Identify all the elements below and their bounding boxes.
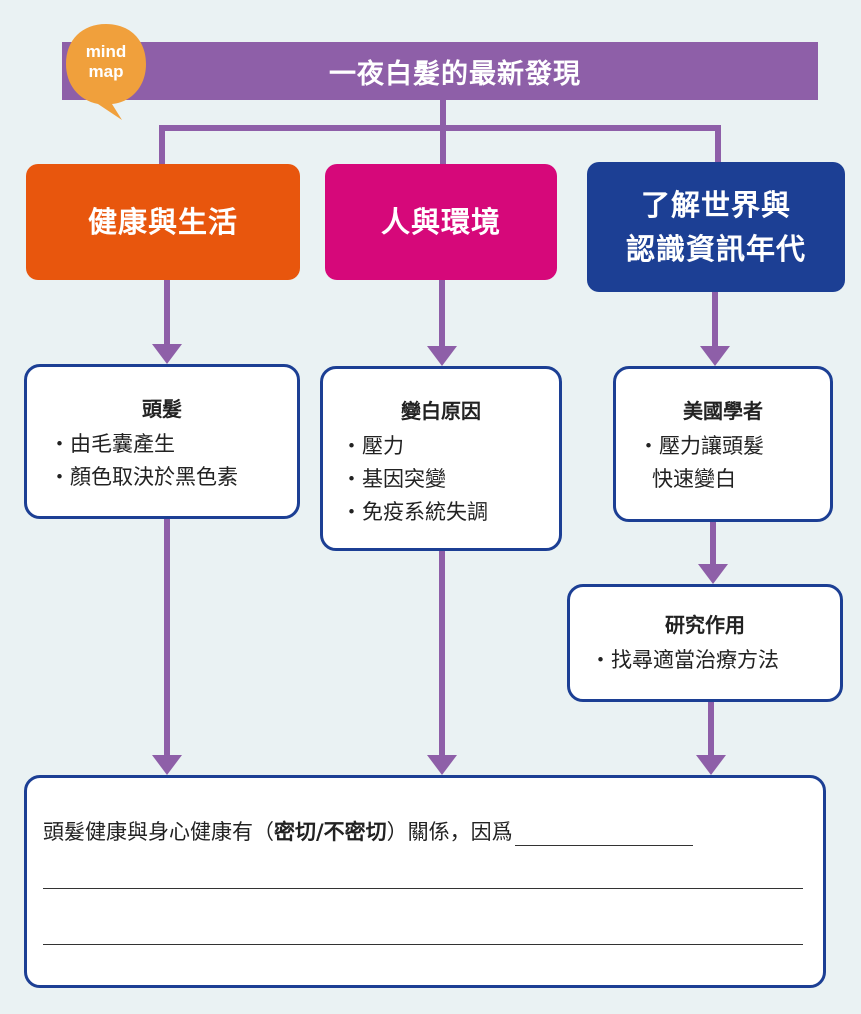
arrow-head-5 xyxy=(152,755,182,775)
category-label: 人與環境 xyxy=(380,205,501,239)
arrow-head-2 xyxy=(427,346,457,366)
list-item: ‧由毛囊產生 xyxy=(49,432,175,456)
box-heading: 頭髮 xyxy=(142,397,182,421)
question-text-before: 頭髮健康與身心健康有（ xyxy=(43,820,274,844)
arrow-head-7 xyxy=(696,755,726,775)
list-item: ‧壓力讓頭髮 xyxy=(638,434,764,458)
list-item: ‧找尋適當治療方法 xyxy=(590,648,779,672)
question-prompt: 頭髮健康與身心健康有（ 密切/不密切 ）關係，因爲 xyxy=(43,816,803,846)
arrow-head-4 xyxy=(698,564,728,584)
question-box: 頭髮健康與身心健康有（ 密切/不密切 ）關係，因爲 xyxy=(24,775,826,988)
box-heading: 美國學者 xyxy=(683,399,763,423)
list-item: ‧顏色取決於黑色素 xyxy=(49,465,238,489)
arrow-head-1 xyxy=(152,344,182,364)
question-text-after: ）關係，因爲 xyxy=(386,820,513,844)
box-heading: 研究作用 xyxy=(665,613,745,637)
info-box-us-scholars: 美國學者 ‧壓力讓頭髮 快速變白 xyxy=(613,366,833,522)
category-label-line-1: 了解世界與 xyxy=(640,188,791,222)
info-box-research-use: 研究作用 ‧找尋適當治療方法 xyxy=(567,584,843,702)
answer-blank-3[interactable] xyxy=(43,944,803,945)
badge-line-1: mind xyxy=(85,42,127,61)
category-health-life: 健康與生活 xyxy=(26,164,300,280)
question-choice[interactable]: 密切/不密切 xyxy=(274,820,387,844)
answer-blank-1[interactable] xyxy=(514,823,693,846)
info-box-whitening-causes: 變白原因 ‧壓力 ‧基因突變 ‧免疫系統失調 xyxy=(320,366,562,551)
category-label: 健康與生活 xyxy=(87,205,238,239)
arrow-head-6 xyxy=(427,755,457,775)
category-world-information: 了解世界與 認識資訊年代 xyxy=(587,162,845,292)
arrow-head-3 xyxy=(700,346,730,366)
answer-blank-2[interactable] xyxy=(43,888,803,889)
info-box-hair: 頭髮 ‧由毛囊產生 ‧顏色取決於黑色素 xyxy=(24,364,300,519)
list-item: ‧壓力 xyxy=(341,434,404,458)
page-title: 一夜白髮的最新發現 xyxy=(329,58,581,90)
category-label-line-2: 認識資訊年代 xyxy=(625,232,806,266)
title-bar: 一夜白髮的最新發現 xyxy=(62,42,818,100)
list-item: ‧基因突變 xyxy=(341,467,446,491)
category-people-environment: 人與環境 xyxy=(325,164,557,280)
list-item-continued: 快速變白 xyxy=(652,467,736,491)
box-heading: 變白原因 xyxy=(401,399,481,423)
list-item: ‧免疫系統失調 xyxy=(341,500,488,524)
speech-bubble-icon xyxy=(66,24,146,120)
badge-line-2: map xyxy=(88,62,124,81)
mind-map-badge: mind map xyxy=(64,22,154,122)
